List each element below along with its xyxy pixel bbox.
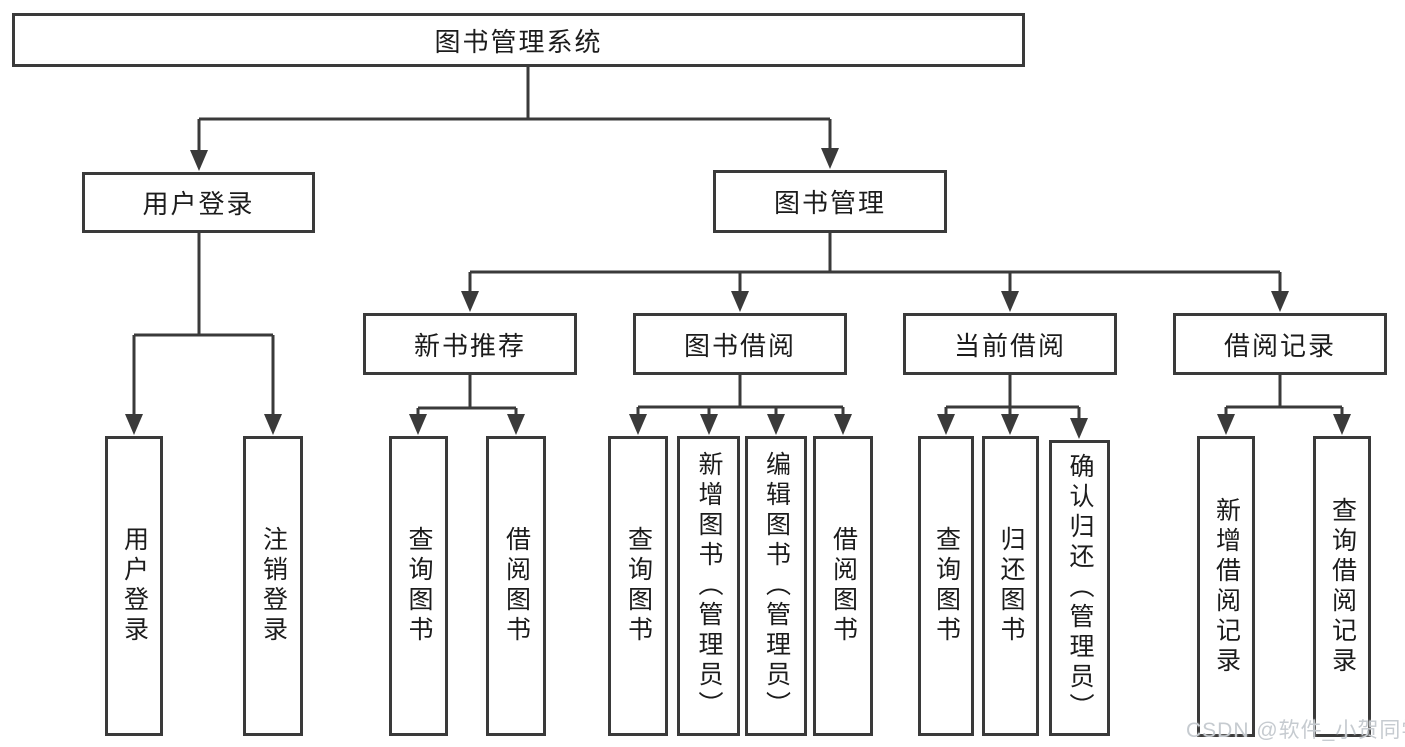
node-book-borrow: 图书借阅: [633, 313, 847, 375]
node-library-system: 图书管理系统: [12, 13, 1025, 67]
leaf-add-book-admin: 新增图书（管理员）: [677, 436, 740, 736]
node-new-book-recommend: 新书推荐: [363, 313, 577, 375]
leaf-edit-book-admin: 编辑图书（管理员）: [745, 436, 807, 736]
node-book-management: 图书管理: [713, 170, 947, 233]
leaf-query-books-2: 查询图书: [608, 436, 668, 736]
leaf-query-books-3: 查询图书: [918, 436, 974, 736]
leaf-logout: 注销登录: [243, 436, 303, 736]
leaf-user-login: 用户登录: [105, 436, 163, 736]
leaf-query-borrow-record: 查询借阅记录: [1313, 436, 1371, 737]
leaf-add-borrow-record: 新增借阅记录: [1197, 436, 1255, 737]
leaf-borrow-books-2: 借阅图书: [813, 436, 873, 736]
arrowheads: [125, 148, 1351, 439]
leaf-borrow-books-1: 借阅图书: [486, 436, 546, 736]
node-user-login: 用户登录: [82, 172, 315, 233]
leaf-query-books-1: 查询图书: [389, 436, 448, 736]
leaf-return-book: 归还图书: [982, 436, 1039, 736]
node-current-borrow: 当前借阅: [903, 313, 1117, 375]
csdn-watermark: CSDN @软件_小贺同学: [1186, 719, 1405, 742]
node-borrow-records: 借阅记录: [1173, 313, 1387, 375]
leaf-confirm-return-admin: 确认归还（管理员）: [1049, 440, 1110, 736]
